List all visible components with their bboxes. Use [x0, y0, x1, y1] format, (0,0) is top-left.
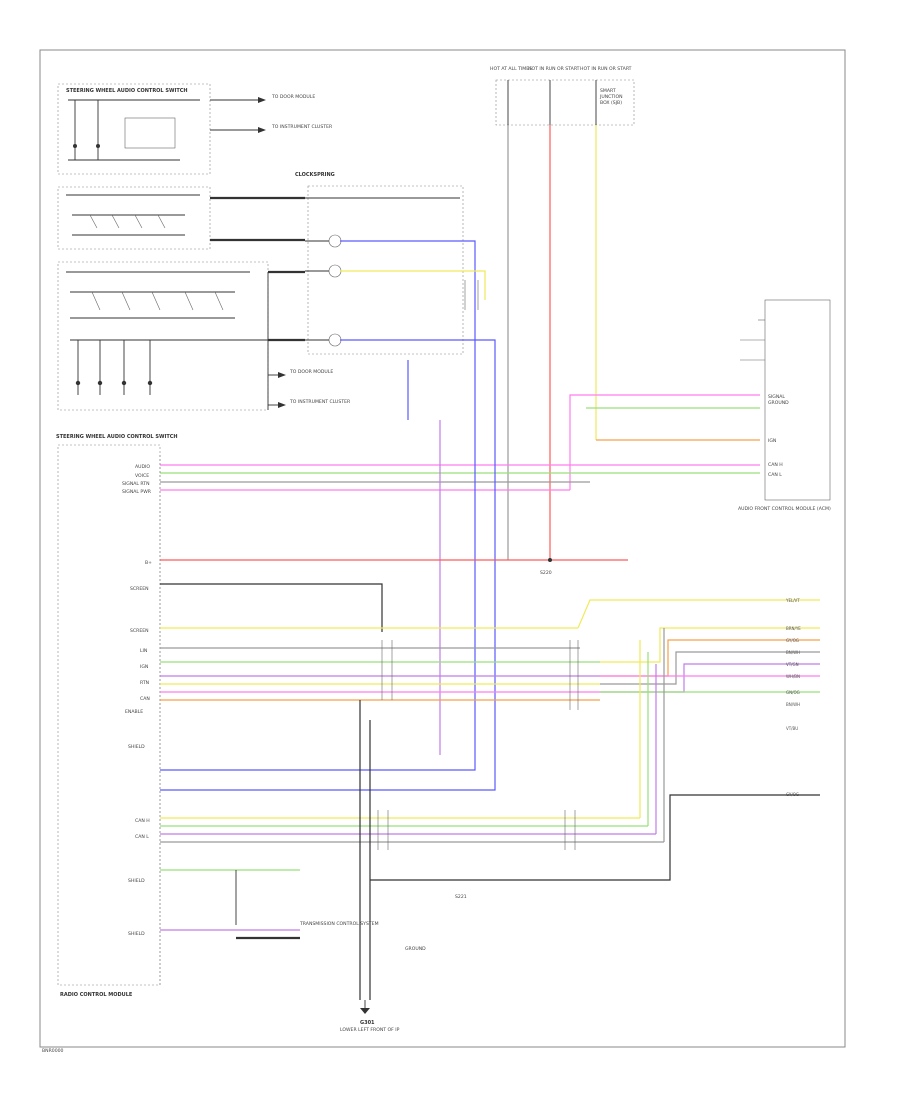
fuse-3-label: HOT IN RUN OR START — [580, 66, 632, 72]
svg-text:JUNCTION: JUNCTION — [599, 94, 623, 100]
svg-text:IGN: IGN — [768, 438, 776, 444]
diagram-frame — [39, 49, 846, 1048]
fuse-panel: HOT AT ALL TIMES HOT IN RUN OR START HOT… — [490, 66, 635, 126]
right-module-label: AUDIO FRONT CONTROL MODULE (ACM) — [738, 506, 831, 512]
trans-note: TRANSMISSION CONTROL SYSTEM — [299, 921, 379, 927]
rpin-10: BN/WH — [786, 702, 800, 707]
left-module-pins: STEERING WHEEL AUDIO CONTROL SWITCH AUDI… — [56, 434, 178, 998]
clockspring: CLOCKSPRING — [295, 172, 464, 355]
svg-text:SIGNAL: SIGNAL — [768, 394, 785, 400]
pin-screen-1: SCREEN — [130, 586, 149, 592]
upper-label-1: TO DOOR MODULE — [271, 94, 315, 100]
splice-2: S221 — [455, 894, 467, 900]
bottom-left-label: RADIO CONTROL MODULE — [60, 992, 133, 998]
pin-shield-3: SHIELD — [128, 931, 145, 937]
rpin-6: WH/BN — [786, 674, 800, 679]
rpin-7: GN/OG — [786, 690, 800, 695]
upper-switch-block: STEERING WHEEL AUDIO CONTROL SWITCH TO D… — [57, 83, 333, 175]
svg-text:CAN L: CAN L — [768, 472, 782, 478]
rpin-8: VT/BU — [786, 726, 798, 731]
ground-sub: LOWER LEFT FRONT OF IP — [340, 1027, 400, 1033]
lh-switch-title: STEERING WHEEL AUDIO CONTROL SWITCH — [66, 88, 188, 94]
pin-signal-pwr: SIGNAL PWR — [122, 489, 152, 495]
svg-text:SMART: SMART — [600, 88, 616, 94]
pin-screen-2: SCREEN — [130, 628, 149, 634]
audio-front-control-module: AUDIO FRONT CONTROL MODULE (ACM) SIGNAL … — [738, 299, 831, 512]
pin-signal-rtn: SIGNAL RTN — [122, 481, 150, 487]
page-ref: BNR0000 — [42, 1048, 64, 1054]
pin-enable: ENABLE — [125, 709, 143, 715]
clockspring-label: CLOCKSPRING — [295, 172, 335, 178]
pin-can-l: CAN L — [135, 834, 149, 840]
pin-voice: VOICE — [135, 473, 149, 479]
rpin-1: YEL/VT — [785, 598, 800, 603]
splice-1: S220 — [540, 570, 552, 576]
upper-label-2: TO INSTRUMENT CLUSTER — [271, 124, 333, 130]
pin-shield-2: SHIELD — [128, 878, 145, 884]
rpin-3: GY/OG — [786, 638, 799, 643]
right-pins: YEL/VT BRN/YE GY/OG BN/WH VT/GN WH/BN GN… — [785, 598, 801, 797]
rpin-5: VT/GN — [786, 662, 799, 667]
middle-switch-block — [57, 186, 305, 250]
fuse-2-label: HOT IN RUN OR START — [528, 66, 580, 72]
pin-ign: IGN — [140, 664, 148, 670]
pin-audio: AUDIO — [135, 464, 150, 470]
svg-text:TO DOOR MODULE: TO DOOR MODULE — [289, 369, 333, 375]
ground-label: G301 — [360, 1020, 375, 1026]
pin-can: CAN — [140, 696, 150, 702]
rpin-2: BRN/YE — [786, 626, 801, 631]
svg-text:CAN H: CAN H — [768, 462, 783, 468]
connector-ticks — [377, 280, 579, 850]
pin-shield-1: SHIELD — [128, 744, 145, 750]
rpin-4: BN/WH — [786, 650, 800, 655]
pin-rtn: RTN — [140, 680, 149, 686]
lh-switch-title-2: STEERING WHEEL AUDIO CONTROL SWITCH — [56, 434, 178, 440]
pin-can-h: CAN H — [135, 818, 150, 824]
svg-text:GROUND: GROUND — [768, 400, 789, 406]
svg-text:TO INSTRUMENT CLUSTER: TO INSTRUMENT CLUSTER — [289, 399, 351, 405]
svg-text:BOX (SJB): BOX (SJB) — [600, 100, 622, 106]
ground2-label: GROUND — [405, 946, 426, 952]
pin-lin: LIN — [140, 648, 147, 654]
pin-bplus: B+ — [145, 560, 152, 566]
fuse-1-label: HOT AT ALL TIMES — [490, 66, 532, 72]
lower-switch-block: TO DOOR MODULE TO INSTRUMENT CLUSTER — [57, 261, 351, 411]
